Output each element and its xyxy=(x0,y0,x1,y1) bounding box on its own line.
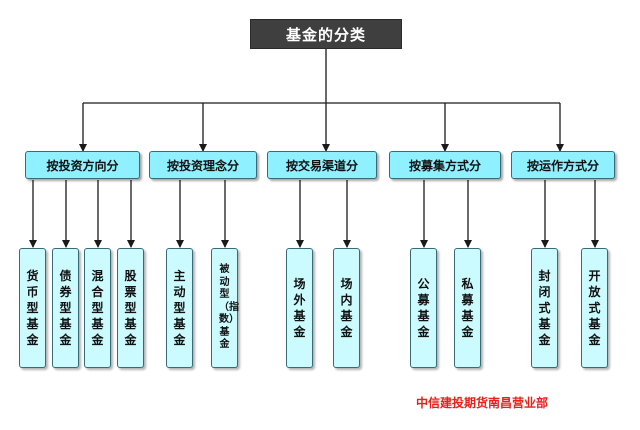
leaf-exchange-fund: 场内基金 xyxy=(333,248,360,368)
leaf-hybrid-fund: 混合型基金 xyxy=(84,248,111,368)
category-by-fundraising-method: 按募集方式分 xyxy=(389,151,501,179)
category-by-operation-mode: 按运作方式分 xyxy=(511,151,615,179)
leaf-label: 主动型基金 xyxy=(173,269,186,347)
source-watermark-text: 中信建投期货南昌营业部 xyxy=(416,396,549,410)
leaf-label: 债券型基金 xyxy=(59,269,72,347)
category-by-investment-direction: 按投资方向分 xyxy=(25,151,140,179)
leaf-passive-index-fund: 被动型（指数）基金 xyxy=(211,248,239,368)
leaf-closed-end-fund: 封闭式基金 xyxy=(531,248,558,368)
leaf-label: 股票型基金 xyxy=(124,269,137,347)
leaf-label: 货币型基金 xyxy=(26,269,39,347)
leaf-bond-fund: 债券型基金 xyxy=(52,248,79,368)
leaf-label: 私募基金 xyxy=(461,277,474,339)
leaf-private-fund: 私募基金 xyxy=(454,248,481,368)
leaf-open-end-fund: 开放式基金 xyxy=(581,248,608,368)
leaf-label: 场内基金 xyxy=(340,277,353,339)
category-by-trading-channel: 按交易渠道分 xyxy=(267,151,377,179)
leaf-active-fund: 主动型基金 xyxy=(166,248,193,368)
leaf-otc-fund: 场外基金 xyxy=(286,248,313,368)
leaf-label: 混合型基金 xyxy=(91,269,104,347)
leaf-label: 场外基金 xyxy=(293,277,306,339)
leaf-public-fund: 公募基金 xyxy=(410,248,437,368)
leaf-equity-fund: 股票型基金 xyxy=(117,248,144,368)
category-by-investment-philosophy: 按投资理念分 xyxy=(149,151,257,179)
leaf-label: 公募基金 xyxy=(417,277,430,339)
leaf-label: 封闭式基金 xyxy=(538,269,551,347)
leaf-label: 被动型（指数）基金 xyxy=(219,264,239,351)
leaf-money-market-fund: 货币型基金 xyxy=(19,248,46,368)
root-node: 基金的分类 xyxy=(250,19,402,49)
leaf-label: 开放式基金 xyxy=(588,269,601,347)
